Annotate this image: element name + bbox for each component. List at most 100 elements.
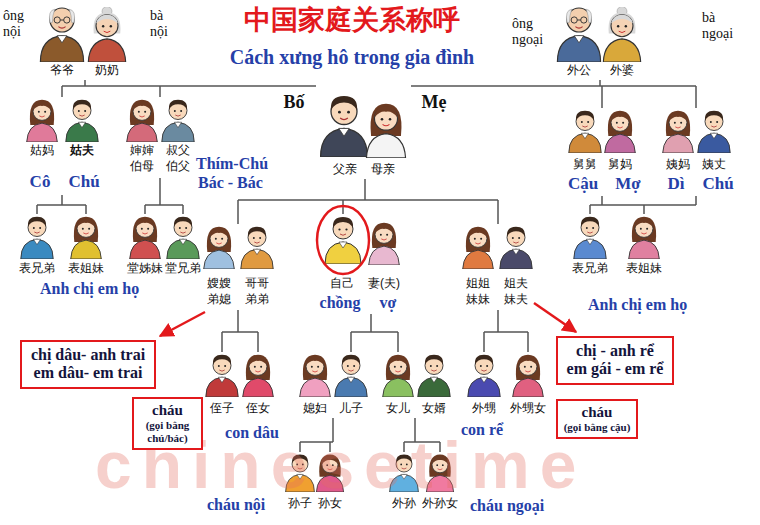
person-figure <box>366 104 405 158</box>
person-figure <box>88 6 125 62</box>
chinese-term: 外公 <box>567 64 591 78</box>
chinese-term: 表兄弟 <box>572 262 608 276</box>
chinese-term: 堂姊妹 <box>127 262 163 276</box>
grandparent-label: ông nội <box>3 8 24 40</box>
person-figure <box>369 223 400 265</box>
chinese-term: 弟弟 <box>245 293 269 307</box>
box-note: (gọi bằng cậu) <box>563 421 631 434</box>
tree-line <box>351 314 398 352</box>
tree-line <box>238 179 498 224</box>
person-figure <box>40 8 83 62</box>
callout-box: cháu(gọi bằng cậu) <box>556 399 638 439</box>
person-figure <box>206 355 238 397</box>
chinese-term: 妹夫 <box>504 293 528 307</box>
vietnamese-term: cháu ngoại <box>470 497 544 515</box>
chinese-term: 姐夫 <box>504 277 528 291</box>
chinese-term: 姐姐 <box>466 277 490 291</box>
tree-line <box>484 310 528 352</box>
person-figure <box>698 111 730 153</box>
chinese-term: 爷爷 <box>50 64 74 78</box>
person-figure <box>663 111 694 153</box>
person-figure <box>335 355 367 397</box>
person-figure <box>383 355 414 397</box>
person-figure <box>629 217 660 259</box>
chinese-term: 自己 <box>330 277 354 291</box>
person-figure <box>27 100 58 142</box>
highlight-mark <box>317 206 369 274</box>
highlight-mark <box>160 312 205 336</box>
title: 中国家庭关系称呼 <box>244 5 460 36</box>
highlight-mark <box>160 206 576 336</box>
chinese-term: 外孙 <box>392 497 416 511</box>
chinese-term: 外甥 <box>472 402 496 416</box>
person-figure <box>500 227 532 269</box>
chinese-term: 媳妇 <box>303 402 327 416</box>
person-figure <box>569 111 601 153</box>
person-figure <box>71 217 102 259</box>
vietnamese-term: Anh chị em họ <box>40 280 139 298</box>
highlight-mark <box>534 303 576 332</box>
person-figure <box>325 217 361 264</box>
box-note: em gái - em rể <box>566 360 664 378</box>
chinese-term: 伯父 <box>166 160 190 174</box>
parent-label: Bố <box>283 92 304 113</box>
chinese-term: 姑夫 <box>70 144 94 158</box>
box-text: chị - anh rể <box>566 342 664 360</box>
chinese-term: 奶奶 <box>95 64 119 78</box>
person-figure <box>167 217 199 259</box>
vietnamese-term: Cô <box>30 172 51 192</box>
person-figure <box>557 8 600 62</box>
person-figure <box>66 100 98 142</box>
chinese-term: 女儿 <box>386 402 410 416</box>
box-text: cháu <box>138 402 197 419</box>
grandparent-label: bà ngoại <box>702 10 733 42</box>
box-text: cháu <box>563 404 631 421</box>
chinese-term: 妹妹 <box>466 293 490 307</box>
person-figure <box>130 217 161 259</box>
tree-line <box>62 80 316 97</box>
vietnamese-term: Dì <box>668 174 685 194</box>
person-figure <box>468 355 500 397</box>
vietnamese-term: Mợ <box>615 174 640 194</box>
grandparent-label: ông ngoại <box>512 16 543 48</box>
callout-box: cháu(gọi bằng chú/bác) <box>132 397 203 450</box>
person-figure <box>321 96 368 157</box>
person-figure <box>300 355 331 397</box>
person-figure <box>21 217 53 259</box>
tree-line <box>37 80 696 452</box>
callout-box: chị dâu- anh traiem dâu- em trai <box>20 340 156 389</box>
vietnamese-term: cháu nội <box>207 496 265 514</box>
chinese-term: 孙女 <box>318 497 342 511</box>
chinese-term: 堂兄弟 <box>165 262 201 276</box>
chinese-term: 哥哥 <box>245 277 269 291</box>
subtitle: Cách xưng hô trong gia đình <box>230 46 474 69</box>
chinese-term: 舅妈 <box>608 158 632 172</box>
callout-box: chị - anh rểem gái - em rể <box>556 336 674 385</box>
chinese-term: 侄女 <box>246 402 270 416</box>
chinese-term: 儿子 <box>339 402 363 416</box>
chinese-term: 舅舅 <box>573 158 597 172</box>
chinese-term: 表兄弟 <box>19 262 55 276</box>
box-text: chị dâu- anh trai <box>30 346 146 364</box>
vietnamese-term: chồng <box>320 294 361 312</box>
person-figure <box>418 355 450 397</box>
person-figure <box>204 227 235 269</box>
box-note: (gọi bằng chú/bác) <box>139 419 197 444</box>
person-figure <box>513 355 544 397</box>
chinese-term: 外孙女 <box>422 497 458 511</box>
chinese-term: 外婆 <box>610 64 634 78</box>
chinese-term: 姨妈 <box>666 158 690 172</box>
person-figure <box>162 100 194 142</box>
person-figure <box>603 6 640 62</box>
tree-line <box>37 195 86 214</box>
chinese-term: 伯母 <box>130 160 154 174</box>
person-figure <box>243 355 274 397</box>
tree-line <box>222 310 258 352</box>
vietnamese-term: Chú <box>702 174 733 194</box>
chinese-term: 父亲 <box>333 163 357 177</box>
chinese-term: 姑妈 <box>30 144 54 158</box>
chinese-term: 表姐妹 <box>626 262 662 276</box>
vietnamese-term: vợ <box>380 294 397 312</box>
box-note: em dâu- em trai <box>30 364 146 382</box>
vietnamese-term: Anh chị em họ <box>588 296 687 314</box>
